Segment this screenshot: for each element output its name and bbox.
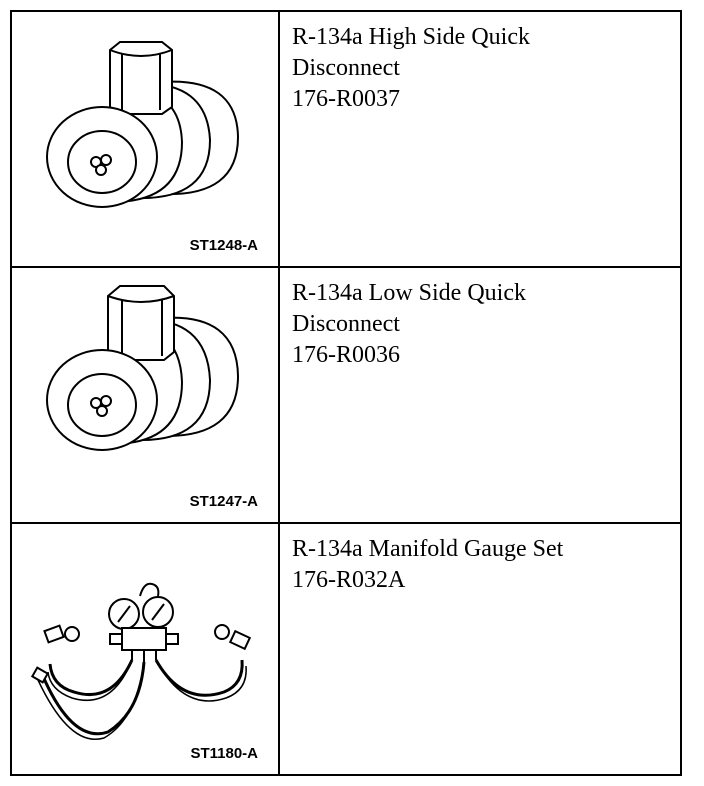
special-tools-table: ST1248-A R-134a High Side Quick Disconne… [10,10,682,776]
tool-name-line: R-134a High Side Quick [292,24,530,50]
part-number: 176-R032A [292,567,406,593]
quick-disconnect-illustration [46,285,240,451]
tool-description-cell: R-134a Manifold Gauge Set 176-R032A [280,524,680,774]
manifold-gauge-illustration [30,582,252,740]
tool-illustration-cell: ST1248-A [12,12,280,268]
figure-id: ST1248-A [189,237,258,254]
part-number: 176-R0037 [292,86,400,112]
figure-id: ST1180-A [190,745,258,762]
tool-description-cell: R-134a High Side Quick Disconnect 176-R0… [280,12,680,268]
tool-name-line: R-134a Manifold Gauge Set [292,536,564,562]
tool-description-cell: R-134a Low Side Quick Disconnect 176-R00… [280,268,680,524]
tool-illustration-cell: ST1247-A [12,268,280,524]
quick-disconnect-illustration [46,41,240,208]
figure-id: ST1247-A [189,493,258,510]
tool-name-line: Disconnect [292,311,400,337]
tool-name-line: Disconnect [292,55,400,81]
part-number: 176-R0036 [292,342,400,368]
tool-illustration-cell: ST1180-A [12,524,280,774]
tool-name-line: R-134a Low Side Quick [292,280,526,306]
